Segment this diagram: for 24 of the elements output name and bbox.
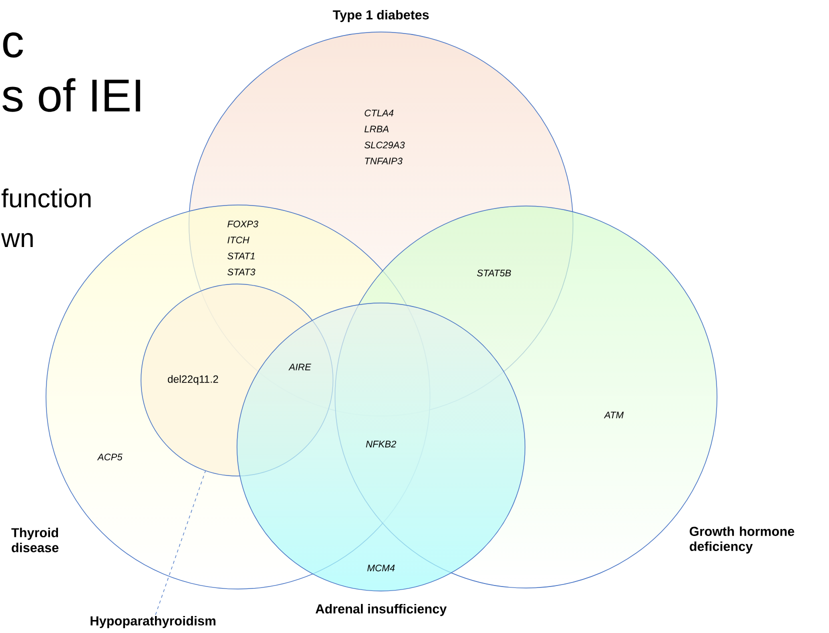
gene-label: ACP5 bbox=[97, 454, 122, 460]
gene-label: ITCH bbox=[228, 236, 250, 244]
leader-line bbox=[155, 470, 206, 616]
circle-heading: Thyroid disease bbox=[11, 528, 58, 552]
gene-label: ATM bbox=[604, 412, 624, 418]
gene-label: STAT5B bbox=[477, 270, 511, 276]
gene-label: AIRE bbox=[288, 364, 312, 370]
gene-label: CTLA4 bbox=[364, 110, 394, 116]
gene-label: SLC29A3 bbox=[364, 142, 405, 148]
circle-heading: Adrenal insufficiency bbox=[316, 604, 447, 616]
circle-heading: Growth hormone deficiency bbox=[690, 526, 794, 554]
title-text: c bbox=[3, 32, 23, 58]
region-label: del22q11.2 bbox=[168, 375, 218, 385]
gene-label: STAT1 bbox=[227, 252, 255, 260]
gene-label: TNFAIP3 bbox=[365, 158, 402, 164]
body-text: function bbox=[2, 188, 91, 208]
gene-label: LRBA bbox=[364, 126, 389, 132]
gene-label: NFKB2 bbox=[366, 440, 396, 448]
title-text: s of IEI bbox=[2, 78, 140, 112]
gene-label: STAT3 bbox=[227, 268, 256, 276]
gene-label: FOXP3 bbox=[228, 220, 258, 228]
heading-text: Hypoparathyroidism bbox=[90, 616, 216, 628]
circle-heading: Type 1 diabetes bbox=[332, 10, 429, 22]
gene-label: MCM4 bbox=[367, 564, 395, 572]
